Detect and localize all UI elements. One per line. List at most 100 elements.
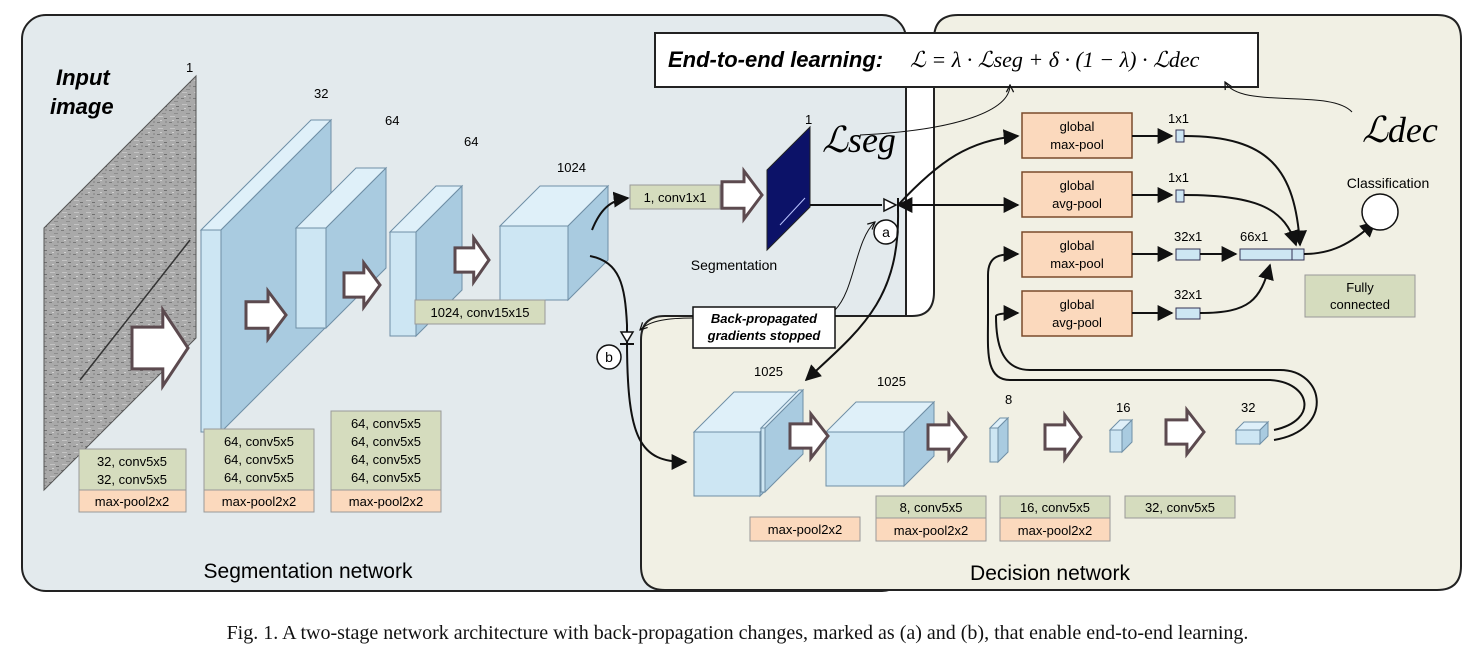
segmentation-label: Segmentation [691,257,777,273]
arrow [1303,220,1377,255]
block3-conv: 64, conv5x5 [351,452,421,467]
flow-arrow-icon [1164,405,1206,459]
dec-conv16-text: 16, conv5x5 [1020,500,1090,515]
input-image [43,74,197,492]
pool-box-4: global avg-pool [1021,290,1133,337]
pool-box-1: global max-pool [1021,112,1133,159]
flow-arrow-icon [453,233,491,287]
dec-pool-a-text: max-pool2x2 [768,522,842,537]
branch-b-line [589,255,688,470]
feature-volume [498,184,610,302]
gate-b-symbol [619,331,635,345]
conv1-text: 1, conv1x1 [644,190,707,205]
dec-conv32-text: 32, conv5x5 [1145,500,1215,515]
block1-pool: max-pool2x2 [95,494,169,509]
size-label: 64 [385,113,399,128]
block3-conv: 64, conv5x5 [351,434,421,449]
arrow [1183,135,1308,247]
flow-arrow-icon [926,410,968,464]
feature-volume [294,166,388,330]
feature-volume [1108,418,1134,454]
input-label-line2: image [50,94,114,119]
block2-conv: 64, conv5x5 [224,452,294,467]
block3-pool: max-pool2x2 [349,494,423,509]
pool-size-label: 1x1 [1168,111,1189,126]
flow-arrow-icon [342,258,382,312]
pool-box-3-line1: global [1060,238,1095,253]
loss-dec-pointer [1225,82,1353,113]
arrow [1183,194,1300,247]
flow-arrow-icon [244,286,288,344]
pool-out-vectors [1175,129,1305,320]
dec-size-label: 1025 [877,374,906,389]
backprop-line2: gradients stopped [707,328,822,343]
dec-pool8-text: max-pool2x2 [894,523,968,538]
size-label: 64 [464,134,478,149]
pool-box-4-line2: avg-pool [1052,315,1102,330]
block1-label: 32, conv5x5 32, conv5x5 max-pool2x2 [78,448,187,513]
pool-box-3: global max-pool [1021,231,1133,278]
a-to-pool1 [897,129,1020,206]
pool-box-2-line1: global [1060,178,1095,193]
figure-caption: Fig. 1. A two-stage network architecture… [226,622,1249,644]
pool-size-label: 32x1 [1174,229,1202,244]
a-to-decision [804,209,900,382]
feature-volume [199,118,333,434]
pool-box-3-line2: max-pool [1050,256,1104,271]
dec-loop-line [986,246,1306,431]
loss-dec-label: ℒdec [1362,110,1438,150]
loss-seg-label: ℒseg [822,120,896,160]
size-label: 1 [805,112,812,127]
fc-line2: connected [1330,297,1390,312]
dec-conv8-label: 8, conv5x5 max-pool2x2 [875,495,987,542]
dec-pool16-text: max-pool2x2 [1018,523,1092,538]
flow-arrow-icon [720,166,764,224]
fc-line1: Fully [1346,280,1374,295]
backprop-line1: Back-propagated [711,311,818,326]
feature-volume [1234,420,1270,446]
segmentation-map [766,125,811,252]
marker-b-text: b [605,349,613,365]
dec-conv32-label: 32, conv5x5 [1124,495,1236,519]
block2-label: 64, conv5x5 64, conv5x5 64, conv5x5 max-… [203,428,315,513]
marker-a-text: a [882,224,890,240]
pool-box-1-line2: max-pool [1050,137,1104,152]
block3-conv: 64, conv5x5 [351,470,421,485]
pool-size-label: 32x1 [1174,287,1202,302]
decision-volumes [692,388,1270,498]
feature-volume [988,416,1010,464]
size-label: 1024 [557,160,586,175]
formula-equation: ℒ = λ · ℒseg + δ · (1 − λ) · ℒdec [910,47,1200,72]
conv15-label: 1024, conv15x15 [414,299,546,325]
pool-box-4-line1: global [1060,297,1095,312]
feature-volume [759,388,805,494]
backprop-pointer-b [640,317,694,330]
formula-box: End-to-end learning: ℒ = λ · ℒseg + δ · … [654,32,1259,88]
input-label-line1: Input [56,65,111,90]
classification-node [1361,193,1399,231]
backprop-pointer-a [834,222,875,311]
conv1-label: 1, conv1x1 [629,184,721,210]
formula-prefix: End-to-end learning: [668,47,883,72]
dec-conv8-text: 8, conv5x5 [900,500,963,515]
block2-conv: 64, conv5x5 [224,434,294,449]
block2-conv: 64, conv5x5 [224,470,294,485]
feature-volume [824,400,936,488]
size-label: 32 [314,86,328,101]
conv15-text: 1024, conv15x15 [430,305,529,320]
classification-label: Classification [1347,175,1429,191]
decision-title: Decision network [970,562,1130,585]
pool-box-2: global avg-pool [1021,171,1133,218]
flow-arrow-icon [130,305,190,391]
flow-arrow-icon [1043,410,1083,464]
arrow [1199,263,1274,314]
block3-conv: 64, conv5x5 [351,416,421,431]
dec-size-label: 32 [1241,400,1255,415]
loss-seg-pointer [859,85,1010,136]
pool-box-1-line1: global [1060,119,1095,134]
feature-volume [388,184,464,338]
concat-size-label: 66x1 [1240,229,1268,244]
fully-connected-label: Fully connected [1304,274,1416,318]
flow-arrow-icon [788,409,830,463]
backprop-note: Back-propagated gradients stopped [692,306,836,349]
